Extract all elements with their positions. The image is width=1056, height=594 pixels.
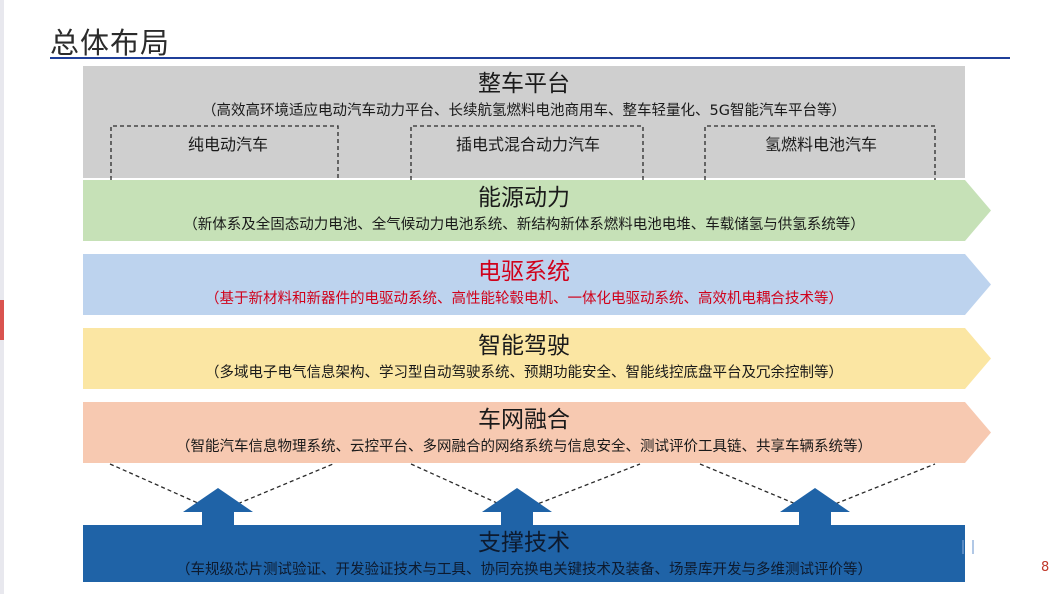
band-energy-subtitle: （新体系及全固态动力电池、全气候动力电池系统、新结构新体系燃料电池电堆、车载储氢…: [183, 217, 865, 233]
support-title: 支撑技术: [478, 530, 570, 556]
support-technology-block: 支撑技术 （车规级芯片测试验证、开发验证技术与工具、协同充换电关键技术及装备、场…: [83, 525, 965, 582]
band-network-title: 车网融合: [478, 407, 570, 433]
support-subtitle: （车规级芯片测试验证、开发验证技术与工具、协同充换电关键技术及装备、场景库开发与…: [176, 562, 872, 578]
support-dashed-links: [109, 463, 936, 513]
band-energy-power: 能源动力 （新体系及全固态动力电池、全气候动力电池系统、新结构新体系燃料电池电堆…: [83, 180, 991, 241]
band-intelligent-arrow-shape: [83, 328, 991, 389]
band-electric-drive: 电驱系统 （基于新材料和新器件的电驱动系统、高性能轮毂电机、一体化电驱动系统、高…: [83, 254, 991, 315]
vehicle-dashed-brackets: [110, 125, 936, 180]
band-drive-title: 电驱系统: [478, 259, 570, 285]
band-energy-arrow-shape: [83, 180, 991, 241]
left-accent-mark: [0, 300, 4, 340]
band-intelligent-title: 智能驾驶: [478, 333, 570, 359]
support-up-arrows: [183, 488, 850, 526]
band-network-arrow-shape: [83, 402, 991, 463]
title-underline: [50, 57, 1010, 59]
platform-subtitle: （高效高环境适应电动汽车动力平台、长续航氢燃料电池商用车、整车轻量化、5G智能汽…: [202, 103, 846, 119]
left-edge-strip: [0, 0, 4, 594]
vehicle-platform-block: 整车平台 （高效高环境适应电动汽车动力平台、长续航氢燃料电池商用车、整车轻量化、…: [83, 66, 965, 178]
up-arrow-left: [183, 488, 253, 526]
vehicle-bev: 纯电动汽车: [187, 135, 268, 154]
band-intelligent-subtitle: （多域电子电气信息架构、学习型自动驾驶系统、预期功能安全、智能线控底盘平台及冗余…: [205, 365, 843, 381]
vehicle-phev: 插电式混合动力汽车: [455, 135, 600, 154]
band-intelligent-driving: 智能驾驶 （多域电子电气信息架构、学习型自动驾驶系统、预期功能安全、智能线控底盘…: [83, 328, 991, 389]
page-title: 总体布局: [50, 26, 171, 60]
decorative-mark: [962, 540, 974, 554]
link-middle: [410, 463, 641, 513]
band-energy-title: 能源动力: [478, 185, 570, 211]
band-network-subtitle: （智能汽车信息物理系统、云控平台、多网融合的网络系统与信息安全、测试评价工具链、…: [176, 439, 872, 455]
bracket-fcev: [704, 125, 936, 180]
bracket-bev: [110, 125, 339, 180]
band-drive-arrow-shape: [83, 254, 991, 315]
page-number: 8: [1041, 560, 1050, 575]
platform-title: 整车平台: [478, 71, 570, 97]
bracket-phev: [410, 125, 644, 180]
up-arrow-middle: [482, 488, 552, 526]
band-drive-subtitle: （基于新材料和新器件的电驱动系统、高性能轮毂电机、一体化电驱动系统、高效机电耦合…: [205, 291, 843, 307]
vehicle-fcev: 氢燃料电池汽车: [764, 135, 877, 154]
up-arrow-right: [780, 488, 850, 526]
band-vehicle-network: 车网融合 （智能汽车信息物理系统、云控平台、多网融合的网络系统与信息安全、测试评…: [83, 402, 991, 463]
link-right: [699, 463, 936, 513]
